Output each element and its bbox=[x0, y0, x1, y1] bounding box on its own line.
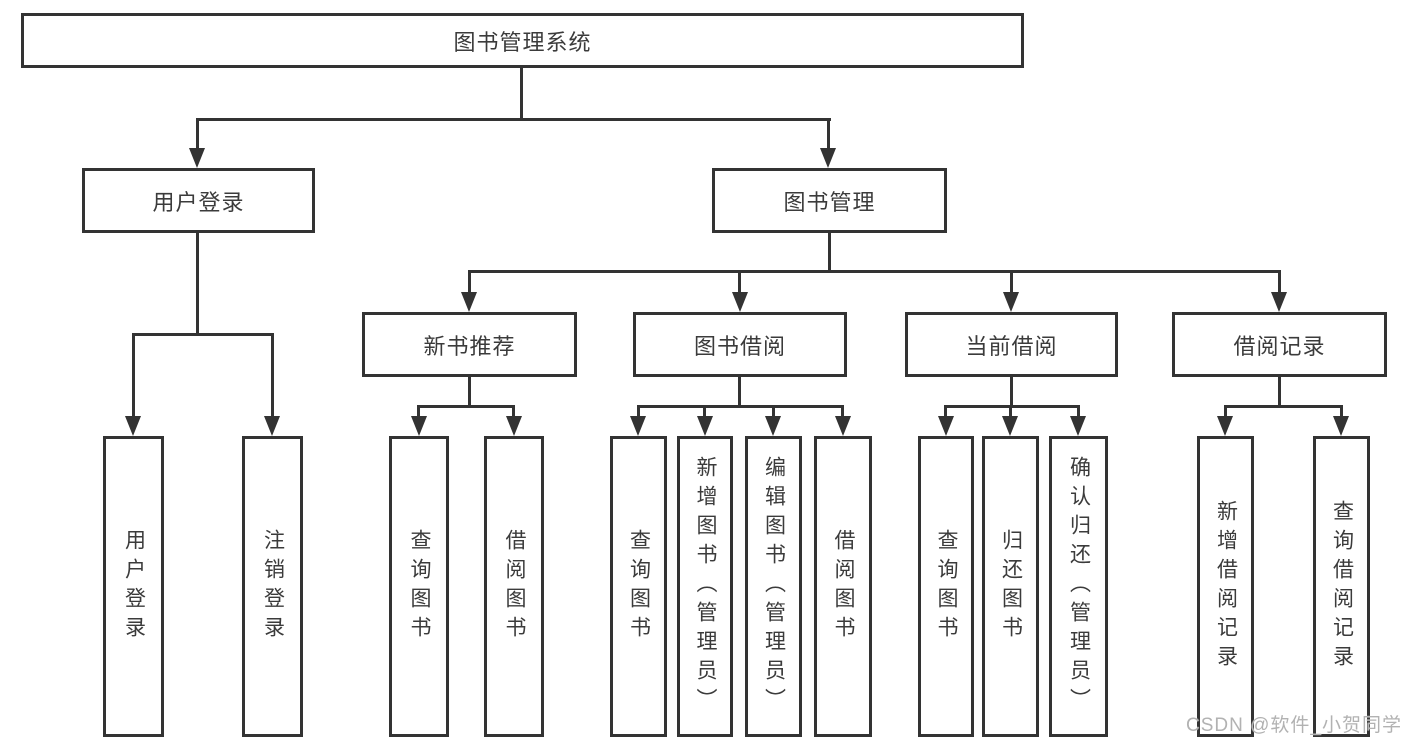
leaf-return-books: 归还图书 bbox=[982, 436, 1039, 737]
connector-new-book-stem bbox=[468, 377, 471, 407]
connector-drop bbox=[512, 405, 515, 418]
connector-drop-book-management bbox=[827, 118, 830, 150]
node-label: 图书管理 bbox=[783, 189, 876, 215]
leaf-add-books-admin: 新增图书（管理员） bbox=[677, 436, 733, 737]
leaf-borrowing-query-books: 查询图书 bbox=[610, 436, 667, 737]
connector-user-login-branch bbox=[132, 333, 274, 336]
arrowhead-current-borrowing bbox=[1003, 292, 1019, 312]
connector-drop bbox=[703, 405, 706, 418]
node-label: 借阅记录 bbox=[1233, 333, 1326, 359]
connector-drop bbox=[1009, 405, 1012, 418]
connector-new-book-branch bbox=[417, 405, 515, 408]
node-borrowing-records: 借阅记录 bbox=[1172, 312, 1387, 377]
csdn-watermark: CSDN @软件_小贺同学 bbox=[1186, 715, 1402, 736]
leaf-query-borrow-record: 查询借阅记录 bbox=[1313, 436, 1370, 737]
connector-book-mgmt-stem bbox=[828, 233, 831, 273]
arrowhead-return-books bbox=[1002, 416, 1018, 436]
node-current-borrowing: 当前借阅 bbox=[905, 312, 1118, 377]
node-label: 新书推荐 bbox=[423, 333, 516, 359]
leaf-current-query-books: 查询图书 bbox=[918, 436, 974, 737]
node-new-book-recommendation: 新书推荐 bbox=[362, 312, 577, 377]
leaf-label: 查询借阅记录 bbox=[1330, 499, 1354, 674]
arrowhead-query-books bbox=[630, 416, 646, 436]
arrowhead-edit-books bbox=[765, 416, 781, 436]
connector-drop-new-book bbox=[468, 270, 471, 294]
leaf-label: 确认归还（管理员） bbox=[1067, 456, 1091, 717]
connector-drop-borrowing-records bbox=[1278, 270, 1281, 294]
arrowhead-borrow-books bbox=[835, 416, 851, 436]
arrowhead-book-borrowing bbox=[732, 292, 748, 312]
leaf-label: 归还图书 bbox=[999, 528, 1023, 645]
leaf-label: 用户登录 bbox=[122, 528, 146, 645]
node-label: 图书借阅 bbox=[693, 333, 786, 359]
leaf-label: 编辑图书（管理员） bbox=[762, 456, 786, 717]
node-library-management-system: 图书管理系统 bbox=[21, 13, 1024, 68]
leaf-confirm-return-admin: 确认归还（管理员） bbox=[1049, 436, 1108, 737]
arrowhead-borrow-books bbox=[506, 416, 522, 436]
node-label: 当前借阅 bbox=[965, 333, 1058, 359]
leaf-label: 查询图书 bbox=[408, 528, 431, 645]
node-user-login: 用户登录 bbox=[82, 168, 315, 233]
connector-drop bbox=[841, 405, 844, 418]
connector-drop bbox=[1340, 405, 1343, 418]
arrowhead-confirm-return bbox=[1070, 416, 1086, 436]
leaf-label: 借阅图书 bbox=[832, 528, 855, 645]
connector-drop-book-borrowing bbox=[738, 270, 741, 294]
connector-borrowing-records-branch bbox=[1224, 405, 1343, 408]
leaf-add-borrow-record: 新增借阅记录 bbox=[1197, 436, 1254, 737]
leaf-label: 借阅图书 bbox=[503, 528, 526, 645]
connector-current-borrowing-branch bbox=[944, 405, 1080, 408]
leaf-recommend-borrow-books: 借阅图书 bbox=[484, 436, 544, 737]
connector-borrowing-records-stem bbox=[1278, 377, 1281, 407]
leaf-label: 查询图书 bbox=[935, 528, 958, 645]
node-label: 图书管理系统 bbox=[453, 29, 592, 55]
leaf-user-login: 用户登录 bbox=[103, 436, 164, 737]
leaf-edit-books-admin: 编辑图书（管理员） bbox=[745, 436, 802, 737]
leaf-recommend-query-books: 查询图书 bbox=[389, 436, 449, 737]
node-book-management: 图书管理 bbox=[712, 168, 947, 233]
connector-drop-current-borrowing bbox=[1010, 270, 1013, 294]
leaf-label: 查询图书 bbox=[627, 528, 651, 645]
connector-drop bbox=[1077, 405, 1080, 418]
arrowhead-new-book bbox=[461, 292, 477, 312]
connector-drop-leaf-user-login bbox=[132, 333, 135, 418]
arrowhead-user-login bbox=[189, 148, 205, 168]
arrowhead-borrowing-records bbox=[1271, 292, 1287, 312]
connector-drop bbox=[1224, 405, 1227, 418]
connector-user-login-stem bbox=[196, 233, 199, 336]
arrowhead-add-books bbox=[697, 416, 713, 436]
arrowhead-query-books bbox=[938, 416, 954, 436]
node-label: 用户登录 bbox=[152, 189, 245, 215]
arrowhead-leaf-user-login bbox=[125, 416, 141, 436]
connector-drop bbox=[772, 405, 775, 418]
arrowhead-query-borrow-record bbox=[1333, 416, 1349, 436]
connector-root-branch bbox=[196, 118, 831, 121]
arrowhead-book-management bbox=[820, 148, 836, 168]
connector-book-borrowing-stem bbox=[738, 377, 741, 407]
arrowhead-query-books bbox=[411, 416, 427, 436]
leaf-label: 新增图书（管理员） bbox=[694, 456, 717, 717]
connector-drop bbox=[417, 405, 420, 418]
connector-drop bbox=[944, 405, 947, 418]
connector-drop bbox=[637, 405, 640, 418]
leaf-label: 新增借阅记录 bbox=[1214, 499, 1238, 674]
arrowhead-leaf-logout bbox=[264, 416, 280, 436]
connector-book-borrowing-branch bbox=[637, 405, 844, 408]
connector-book-mgmt-branch bbox=[468, 270, 1281, 273]
node-book-borrowing: 图书借阅 bbox=[633, 312, 847, 377]
connector-current-borrowing-stem bbox=[1010, 377, 1013, 407]
connector-drop-leaf-logout bbox=[271, 333, 274, 418]
leaf-borrow-books: 借阅图书 bbox=[814, 436, 872, 737]
arrowhead-add-borrow-record bbox=[1217, 416, 1233, 436]
leaf-logout: 注销登录 bbox=[242, 436, 303, 737]
connector-drop-user-login bbox=[196, 118, 199, 150]
leaf-label: 注销登录 bbox=[261, 528, 285, 645]
connector-root-stem bbox=[520, 68, 523, 121]
